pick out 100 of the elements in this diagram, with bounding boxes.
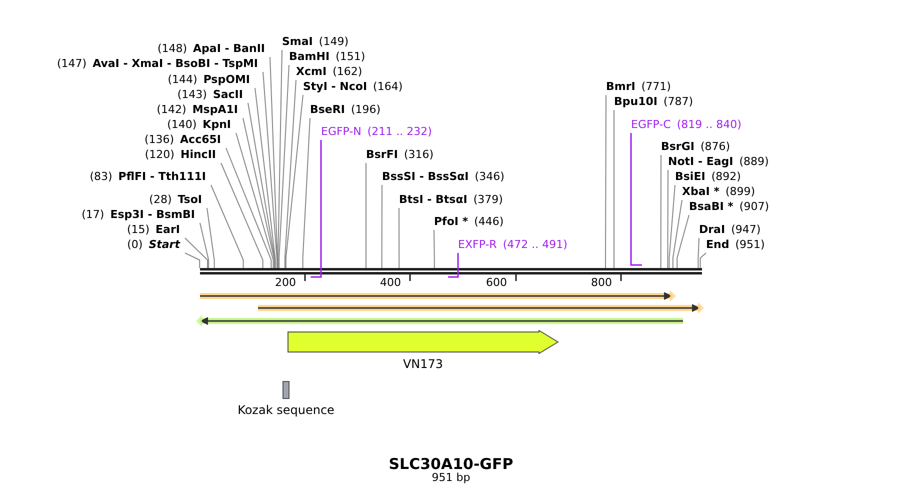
leader-line: [184, 252, 200, 268]
enzyme-site-name: EarI: [156, 223, 180, 236]
position-label: (947): [731, 223, 761, 236]
sequence-feature: [196, 315, 683, 327]
position-label: (446): [474, 215, 504, 228]
enzyme-site-name: StyI - NcoI: [303, 80, 368, 93]
position-label: (143): [177, 88, 207, 101]
leader-line: [248, 102, 276, 268]
enzyme-site-name: HincII: [180, 148, 216, 161]
sequence-backbone: [200, 268, 702, 274]
enzyme-site-name: AvaI - XmaI - BsoBI - TspMI: [92, 57, 258, 70]
position-label: (0): [127, 238, 143, 251]
enzyme-site-name: BsrGI: [661, 140, 694, 153]
position-label: (17): [82, 208, 104, 221]
position-label: (162): [332, 65, 362, 78]
enzyme-site-name: BmrI: [606, 80, 636, 93]
position-label: (787): [664, 95, 694, 108]
leader-line: [284, 80, 296, 268]
leader-line: [660, 154, 662, 268]
enzyme-site-name: Acc65I: [180, 133, 221, 146]
leader-line: [262, 72, 278, 268]
primer-name: EXFP-R: [458, 238, 497, 251]
position-label: (379): [473, 193, 503, 206]
position-label: (28): [149, 193, 172, 206]
enzyme-site-name: PspOMI: [203, 73, 250, 86]
enzyme-site-name: KpnI: [202, 118, 231, 131]
enzyme-site-name: BsiEI: [675, 170, 706, 183]
enzyme-site-name: Start: [148, 238, 180, 251]
primer-name: EGFP-C: [631, 118, 671, 131]
enzyme-site-name: PflFI - Tth111I: [118, 170, 206, 183]
enzyme-site-name: XcmI: [296, 65, 327, 78]
position-label: (15): [126, 223, 150, 236]
sequence-feature: [200, 290, 676, 302]
enzyme-site-name: TsoI: [178, 193, 202, 206]
leader-line: [698, 238, 700, 268]
leader-line: [605, 94, 606, 268]
leader-line: [254, 88, 276, 268]
leader-line: [285, 94, 304, 268]
position-label: (346): [474, 170, 504, 183]
enzyme-site-name: BamHI: [289, 50, 330, 63]
position-label: (148): [157, 42, 188, 55]
leader-line: [278, 50, 282, 268]
feature-label: VN173: [402, 357, 444, 371]
enzyme-site-name: End: [706, 238, 730, 251]
leader-line: [220, 162, 264, 268]
leader-line: [398, 208, 400, 268]
enzyme-site-name: ApaI - BanII: [193, 42, 265, 55]
enzyme-site-name: Bpu10I: [614, 95, 658, 108]
enzyme-site-name: PfoI *: [434, 215, 468, 228]
caption: 951 bp: [430, 471, 472, 484]
position-label: (144): [168, 73, 198, 86]
enzyme-site-name: NotI - EagI: [668, 155, 734, 168]
position-label: (140): [167, 118, 197, 131]
sequence-feature: [258, 302, 704, 314]
leader-line: [676, 214, 690, 268]
position-label: (889): [739, 155, 769, 168]
position-label: (876): [700, 140, 730, 153]
enzyme-site-name: BsaBI *: [689, 200, 734, 213]
position-label: (136): [144, 133, 174, 146]
enzyme-site-name: DraI: [699, 223, 726, 236]
leader-line: [242, 118, 275, 268]
position-label: (142): [156, 103, 186, 116]
scale-label: 600: [486, 276, 507, 289]
leader-line: [668, 184, 676, 268]
leader-line: [278, 64, 290, 268]
position-label: (149): [318, 35, 348, 48]
position-label: (196): [350, 103, 381, 116]
position-label: (899): [725, 185, 756, 198]
enzyme-site-name: SmaI: [282, 35, 313, 48]
scale-label: 800: [591, 276, 612, 289]
leader-line: [630, 133, 642, 266]
position-label: (771): [641, 80, 671, 93]
leader-line: [381, 184, 382, 268]
leader-line: [226, 148, 272, 268]
leader-line: [434, 230, 435, 268]
leader-line: [672, 200, 682, 268]
leader-line: [667, 170, 668, 268]
position-label: (120): [144, 148, 174, 161]
leader-line: [700, 252, 706, 268]
enzyme-site-name: SacII: [212, 88, 243, 101]
position-label: (472 .. 491): [502, 238, 568, 251]
position-label: (211 .. 232): [367, 125, 432, 138]
position-label: (147): [56, 57, 87, 70]
primer-name: EGFP-N: [321, 125, 362, 138]
position-label: (819 .. 840): [676, 118, 742, 131]
leader-line: [236, 132, 274, 268]
position-label: (83): [90, 170, 112, 183]
diagram-title: SLC30A10-GFP: [388, 455, 514, 473]
leader-line: [310, 140, 322, 278]
enzyme-site-name: Esp3I - BsmBI: [110, 208, 195, 221]
leader-line: [184, 238, 208, 268]
scale-label: 400: [380, 276, 401, 289]
position-label: (907): [739, 200, 770, 213]
scale-label: 200: [275, 276, 296, 289]
leader-line: [448, 253, 459, 278]
enzyme-site-name: BtsI - BtsαI: [399, 193, 468, 206]
enzyme-site-name: BseRI: [310, 103, 345, 116]
position-label: (951): [735, 238, 765, 251]
position-label: (892): [711, 170, 741, 183]
leader-line: [302, 118, 310, 268]
